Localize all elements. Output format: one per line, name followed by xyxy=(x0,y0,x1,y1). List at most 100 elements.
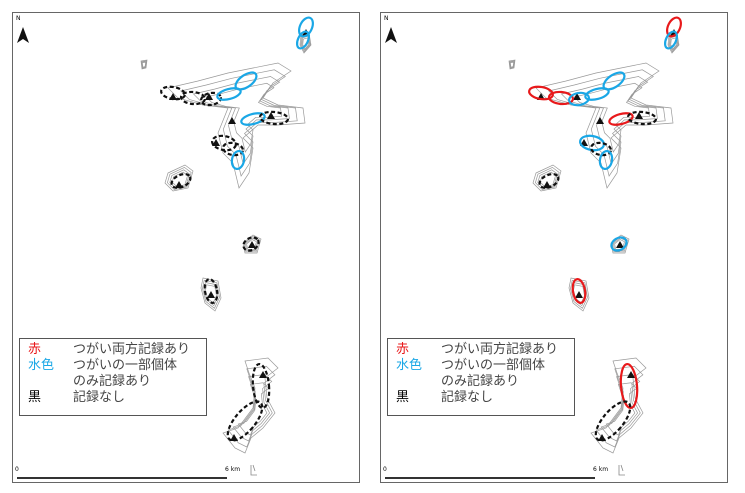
territory-ellipse-red xyxy=(547,90,575,106)
contour-line xyxy=(548,69,666,177)
contour-line xyxy=(509,61,515,69)
territory-ellipse-black xyxy=(626,110,658,126)
legend-row-black: 黒 記録なし xyxy=(396,390,574,406)
contour-line xyxy=(535,62,674,189)
contour-line xyxy=(140,59,148,70)
territory-ellipse-black xyxy=(251,362,271,410)
contour-line xyxy=(670,37,678,50)
contour-line xyxy=(302,37,310,50)
territory-ellipse-black xyxy=(203,278,219,304)
territory-ellipse-red xyxy=(608,112,634,126)
territory-ellipse-blue xyxy=(598,149,614,171)
peak-triangle-icon xyxy=(207,291,215,298)
legend-text: 記録なし xyxy=(441,390,494,405)
territory-ellipse-red xyxy=(571,278,587,304)
contour-line xyxy=(167,166,192,190)
territory-ellipse-black xyxy=(170,173,192,189)
territory-ellipse-black xyxy=(199,91,223,107)
island xyxy=(222,357,279,454)
contour-line xyxy=(167,62,306,189)
peak-triangle-icon xyxy=(616,241,624,248)
map-canvas xyxy=(17,16,314,476)
legend-key-black: 黒 xyxy=(28,390,42,405)
territory-ellipse-blue xyxy=(602,71,626,91)
contour-line xyxy=(568,277,590,312)
legend-text: つがいの一部個体 xyxy=(441,358,546,373)
contour-line xyxy=(535,166,560,190)
territory-ellipse-blue xyxy=(584,87,610,101)
contour-line xyxy=(669,35,678,51)
north-label: N xyxy=(16,15,21,22)
contour-line xyxy=(570,279,588,309)
scale-bar xyxy=(17,477,227,479)
territory-ellipse-black xyxy=(594,400,632,442)
peak-triangle-icon xyxy=(212,139,220,146)
contour-line xyxy=(245,237,259,251)
legend-text: 記録なし xyxy=(73,390,126,405)
territory-ellipse-blue xyxy=(234,71,258,91)
legend: 赤つがい両方記録あり 水色つがいの一部個体 のみ記録あり 黒記録なし xyxy=(19,338,207,416)
territory-ellipse-black xyxy=(160,85,186,101)
legend-row-blue: 水色つがいの一部個体 xyxy=(28,358,206,374)
legend-row-blue-cont: のみ記録あり xyxy=(396,374,574,390)
legend-key-black: 黒 xyxy=(396,390,410,405)
contour-line xyxy=(605,382,638,436)
contour-line xyxy=(200,277,222,312)
territory-ellipse-black xyxy=(179,90,207,106)
island xyxy=(590,357,647,454)
legend-key-blue: 水色 xyxy=(396,358,423,373)
peak-triangle-icon xyxy=(205,93,213,100)
peak-triangle-icon xyxy=(228,117,236,124)
contour-line xyxy=(141,61,147,68)
legend-text: つがい両方記録あり xyxy=(73,342,191,357)
contour-line xyxy=(222,357,279,454)
legend-key-empty xyxy=(396,374,441,390)
contour-line xyxy=(509,60,516,69)
contour-line xyxy=(532,164,562,192)
legend-row-red: 赤つがい両方記録あり xyxy=(28,342,206,358)
territory-ellipse-red xyxy=(666,16,682,38)
legend-row-blue: 水色 つがいの一部個体 xyxy=(396,358,574,374)
territory-ellipse-blue xyxy=(610,236,628,252)
territory-ellipse-blue xyxy=(216,87,242,101)
legend-text: つがいの一部個体 xyxy=(73,358,178,373)
north-arrow-icon xyxy=(17,27,29,43)
scale-start-label: 0 xyxy=(383,466,387,473)
contour-line xyxy=(246,239,257,250)
peak-triangle-icon xyxy=(635,112,643,119)
peak-triangle-icon xyxy=(596,117,604,124)
figure-icon xyxy=(618,464,625,476)
north-label: N xyxy=(384,15,389,22)
north-arrow-icon xyxy=(385,27,397,43)
territory-ellipse-red xyxy=(619,362,639,410)
territory-ellipse-black xyxy=(258,110,290,126)
contour-line xyxy=(509,61,515,68)
scale-end-label: 6 km xyxy=(593,466,609,473)
territory-ellipse-blue xyxy=(298,16,314,38)
territory-ellipse-blue xyxy=(230,149,246,171)
legend-text: のみ記録あり xyxy=(441,374,520,389)
peak-triangle-icon xyxy=(573,93,581,100)
territory-ellipse-blue xyxy=(240,112,266,126)
contour-line xyxy=(180,69,298,177)
territory-ellipse-black xyxy=(226,400,264,442)
contour-line xyxy=(301,35,310,51)
peak-triangle-icon xyxy=(259,371,267,378)
territory-ellipse-red xyxy=(528,85,554,101)
peak-triangle-icon xyxy=(267,112,275,119)
contour-line xyxy=(573,82,650,153)
contour-line xyxy=(508,59,516,70)
island xyxy=(508,59,516,70)
contour-line xyxy=(600,374,641,442)
peak-triangle-icon xyxy=(627,371,635,378)
territory-ellipse-blue xyxy=(663,30,679,50)
scale-end-label: 6 km xyxy=(225,466,241,473)
figure-icon xyxy=(250,464,257,476)
scale-start-label: 0 xyxy=(15,466,19,473)
scale-bar xyxy=(385,477,595,479)
map-canvas xyxy=(385,16,682,476)
contour-line xyxy=(614,239,625,250)
contour-line xyxy=(590,357,647,454)
territory-ellipse-blue xyxy=(295,30,311,50)
contour-line xyxy=(610,234,630,254)
